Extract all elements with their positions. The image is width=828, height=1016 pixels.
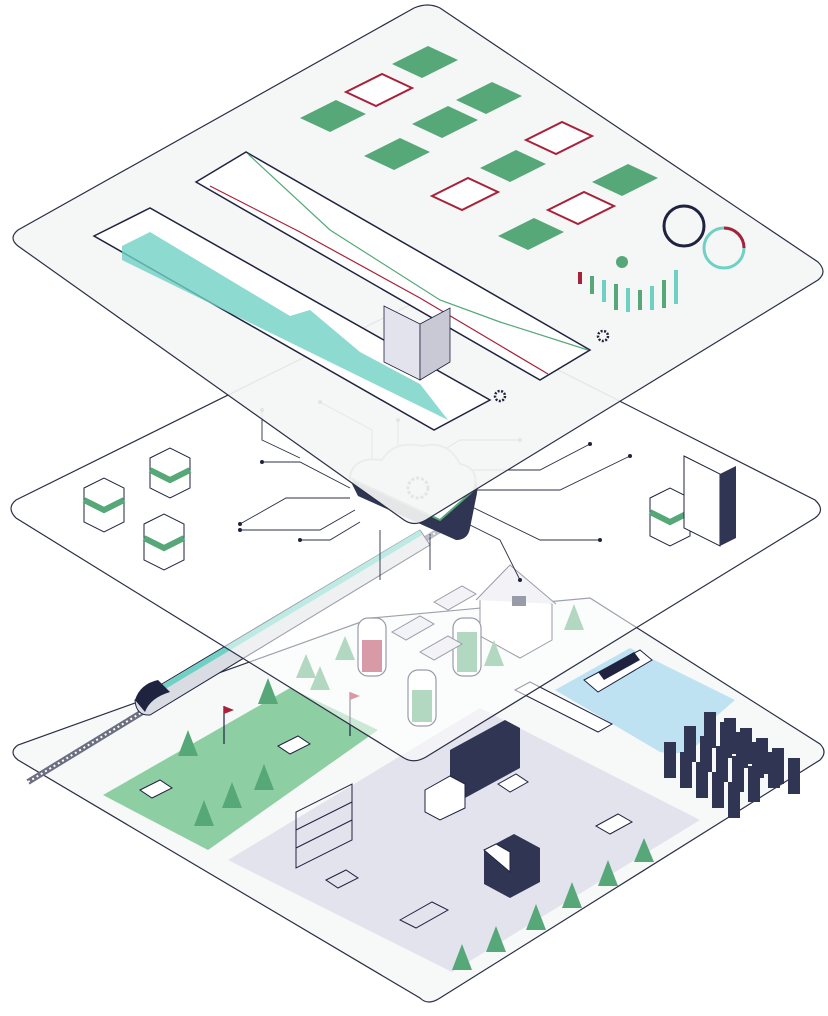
warehouse-shelf: [295, 783, 359, 889]
forklift-icon: [398, 773, 634, 929]
golf-cart-icon: [139, 735, 311, 799]
line-chart-panel: [194, 151, 592, 381]
server-tower: [383, 305, 451, 381]
golf-field: [103, 688, 378, 850]
kpi-tiles: [300, 46, 658, 250]
logistics-zone: [228, 708, 700, 972]
donut-chart: [616, 204, 746, 270]
gear-icon: [493, 329, 610, 403]
ship-icon: [583, 649, 653, 693]
server-rack-grid: [664, 712, 800, 818]
area-chart-panel: [92, 207, 492, 431]
connectivity-plane: [10, 299, 822, 762]
mini-bar-chart: [578, 270, 678, 312]
analytics-dashboard-layer: [12, 4, 824, 525]
truck-icon: [424, 720, 540, 898]
server-icon: [82, 447, 736, 571]
